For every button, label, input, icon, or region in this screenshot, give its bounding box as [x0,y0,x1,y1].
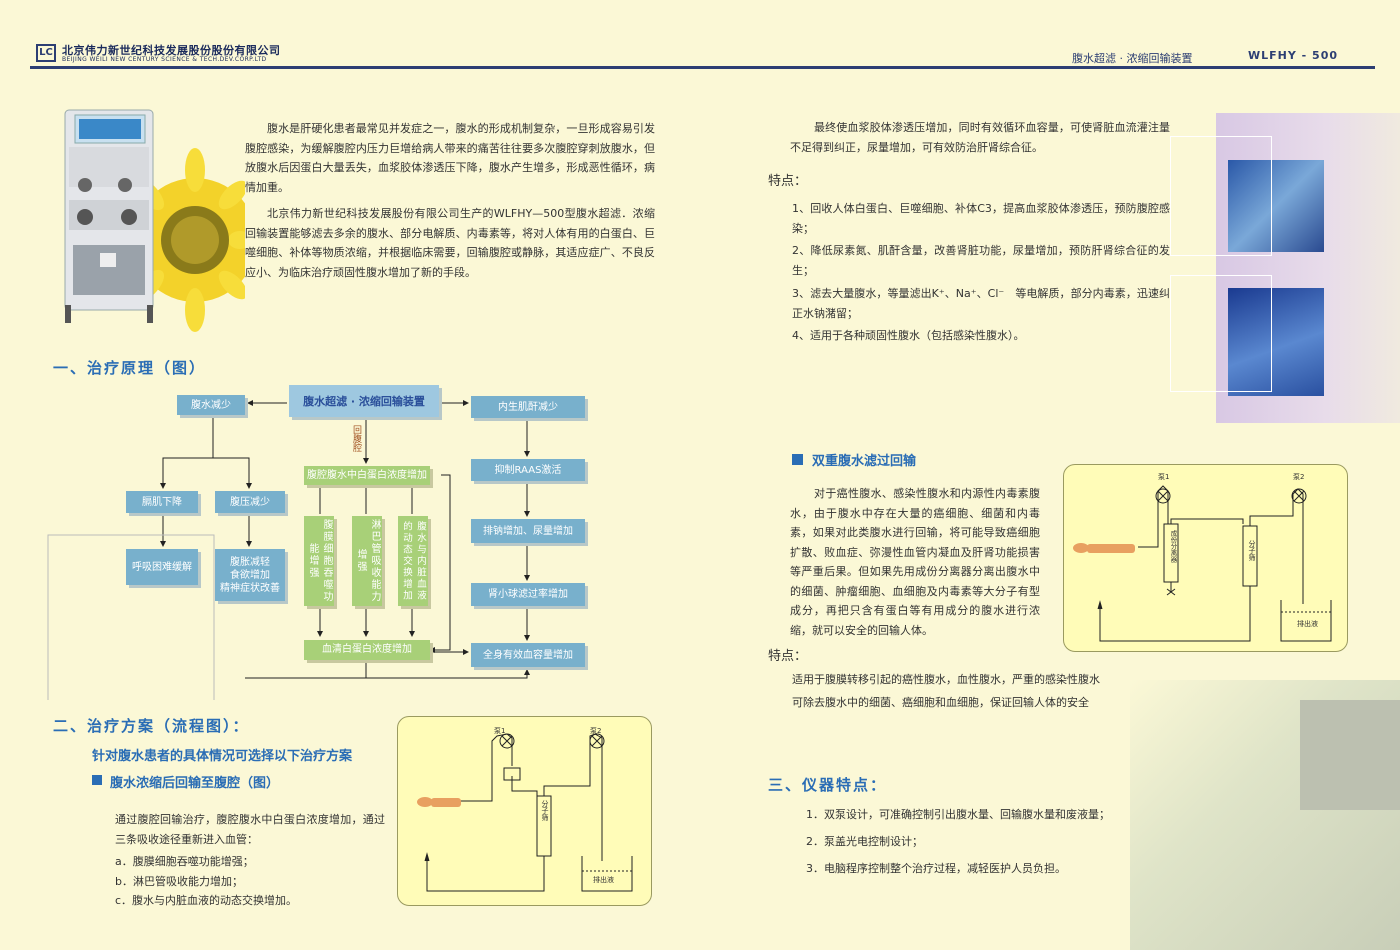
flow-urine: 排钠增加、尿量增加 [471,519,585,543]
flow-ascites-decrease: 腹水减少 [177,395,245,415]
diagram1-pump1: 泵1 [494,727,506,735]
diagram1-panel [397,716,652,906]
diagram2-filter: 分子筛 [1248,540,1256,561]
bullet-square-icon [792,454,803,465]
flow-serum-albumin: 血清白蛋白浓度增加 [304,640,430,660]
right-paragraph: 最终使血浆胶体渗透压增加，同时有效循环血容量，可使肾脏血流灌注量不足得到纠正，尿… [790,121,1170,154]
header-divider [30,66,1375,69]
diagram2-pump1: 泵1 [1158,473,1170,481]
machine-image [64,109,154,323]
feature-4: 4、适用于各种顽固性腹水（包括感染性腹水）。 [792,329,1025,342]
flow-gfr: 肾小球滤过率增加 [471,583,585,606]
decorative-frame [1170,275,1272,392]
intro-paragraph-2: 北京伟力新世纪科技发展股份有限公司生产的WLFHY—500型腹水超滤．浓缩回输装… [245,207,655,279]
lab-photo-1 [1228,160,1324,252]
bullet-square-icon [92,775,102,785]
flow-relief: 腹胀减轻 食欲增加 精神症状改善 [215,549,285,601]
intro-paragraph-1: 腹水是肝硬化患者最常见并发症之一，腹水的形成机制复杂，一旦形成容易引发腹腔感染，… [245,122,655,194]
company-name-cn: 北京伟力新世纪科技发展股份股份有限公司 [62,44,281,57]
diagram1-filter: 分子筛 [541,800,549,821]
flow-protein-up: 腹腔腹水中白蛋白浓度增加 [304,466,430,485]
flow-creatinine-decrease: 内生肌酐减少 [471,396,585,418]
section2-item-b: b．淋巴管吸收能力增加； [115,875,243,888]
section1-title: 一、治疗原理（图） [53,359,207,377]
section2-item-c: c．腹水与内脏血液的动态交换增加。 [115,894,298,907]
feature-3: 3、滤去大量腹水，等量滤出K⁺、Na⁺、Cl⁻ 等电解质，部分内毒素，迅速纠正水… [792,287,1170,320]
section2-subtitle: 针对腹水患者的具体情况可选择以下治疗方案 [92,749,353,764]
flow-path-1: 腹膜细胞吞噬功能增强 [304,516,334,606]
option1-title: 腹水浓缩后回输至腹腔（图） [110,776,280,791]
product-name: 腹水超滤 · 浓缩回输装置 [1072,52,1193,65]
flow-back-label: 回腹腔 [351,425,361,452]
diagram1-lines [417,733,633,892]
diagram2-drain: 排出液 [1297,620,1318,628]
diagram2-pump2: 泵2 [1293,473,1305,481]
section3-title: 三、仪器特点： [768,776,888,794]
flow-raas: 抑制RAAS激活 [471,459,585,481]
patient-figure [417,797,461,807]
company-name-en: BEIJING WEILI NEW CENTURY SCIENCE & TECH… [62,56,267,63]
diagram1-pump2: 泵2 [590,727,602,735]
diagram2-lines [1073,485,1332,642]
flow-breath: 呼吸困难缓解 [126,549,198,585]
decorative-block [1300,700,1400,810]
flow-center-device: 腹水超滤 · 浓缩回输装置 [289,385,439,417]
diagram2-separator: 成份分离器 [1169,530,1177,563]
features-title: 特点： [768,174,808,189]
section2-desc: 通过腹腔回输治疗，腹腔腹水中白蛋白浓度增加，通过三条吸收途径重新进入血管： [115,813,385,846]
section2-item-a: a．腹膜细胞吞噬功能增强； [115,855,254,868]
flow-blood-volume: 全身有效血容量增加 [471,643,585,667]
flow-path-2: 淋巴管吸收能力增强 [352,516,382,606]
company-logo: LC [36,44,56,62]
double-filter-title: 双重腹水滤过回输 [812,454,917,469]
feature2-2: 可除去腹水中的细菌、癌细胞和血细胞，保证回输人体的安全 [792,696,1089,709]
features2-title: 特点： [768,649,808,664]
decorative-frame [1170,136,1272,256]
lab-photo-2 [1228,288,1324,396]
feature-1: 1、回收人体白蛋白、巨噬细胞、补体C3，提高血浆胶体渗透压，预防腹腔感染； [792,202,1170,235]
section2-title: 二、治疗方案（流程图）： [53,717,250,735]
double-filter-desc: 对于癌性腹水、感染性腹水和内源性内毒素腹水，由于腹水中存在大量的癌细胞、细菌和内… [790,487,1040,637]
product-model: WLFHY - 500 [1248,49,1339,62]
flow-pressure: 腹压减少 [215,491,285,513]
feature-2: 2、降低尿素氮、肌酐含量，改善肾脏功能，尿量增加，预防肝肾综合征的发生； [792,244,1170,277]
section3-item-2: 2．泵盖光电控制设计； [806,835,923,848]
diagram1-drain: 排出液 [593,876,614,884]
feature2-1: 适用于腹膜转移引起的癌性腹水，血性腹水，严重的感染性腹水 [792,673,1100,686]
section3-item-1: 1．双泵设计，可准确控制引出腹水量、回输腹水量和废液量； [806,808,1110,821]
flow-path-3: 腹水与内脏血液的动态交换增加 [398,516,428,606]
section3-item-3: 3．电脑程序控制整个治疗过程，减轻医护人员负担。 [806,862,1066,875]
device-illustration [64,109,245,332]
flow-diaphragm: 膈肌下降 [126,491,198,513]
patient-figure [1073,543,1135,553]
diagram2-panel [1063,464,1348,652]
